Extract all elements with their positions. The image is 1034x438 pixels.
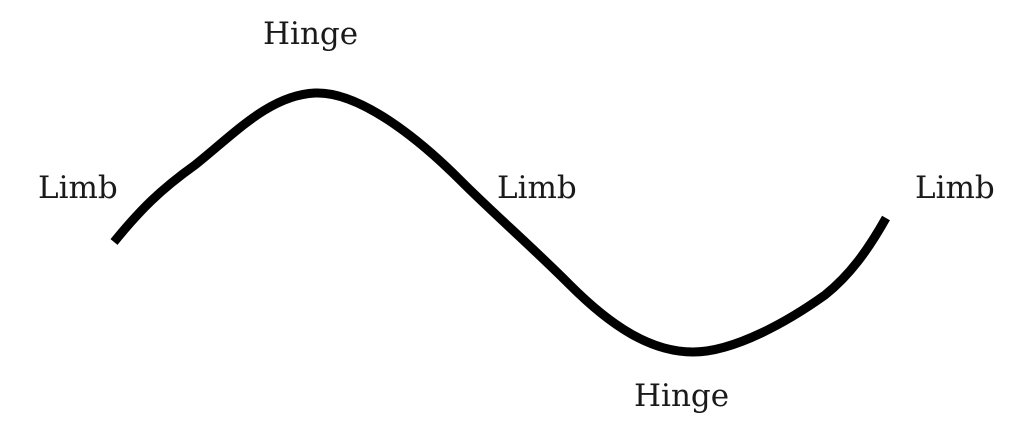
fold-curve: [110, 88, 890, 357]
limb-right-label: Limb: [915, 170, 995, 206]
hinge-bottom-label: Hinge: [634, 378, 729, 414]
limb-middle-label: Limb: [497, 170, 577, 206]
limb-left-label: Limb: [38, 170, 118, 206]
hinge-top-label: Hinge: [263, 16, 358, 52]
